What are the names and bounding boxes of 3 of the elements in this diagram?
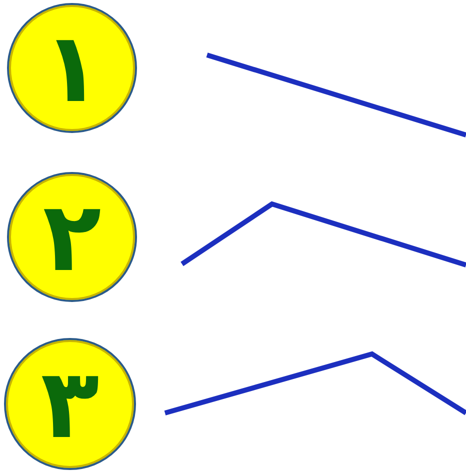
number-label: ٢ [42,189,102,285]
number-label: ٣ [40,356,100,452]
number-label: ١ [42,20,102,116]
